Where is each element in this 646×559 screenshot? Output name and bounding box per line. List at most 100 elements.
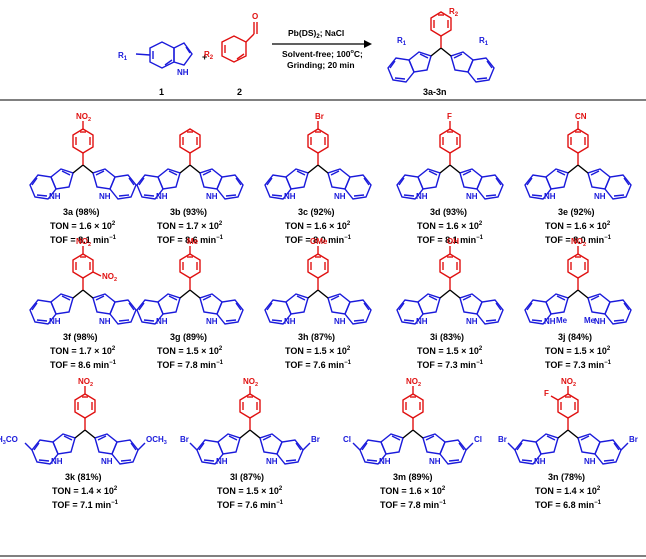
nh-right-label: NH xyxy=(101,457,113,466)
ton-label: TON = 1.6 × 102 xyxy=(545,221,611,231)
indole-substituent-right-label: OCH3 xyxy=(146,435,167,446)
compound-id-label: 3e (92%) xyxy=(558,207,595,217)
tof-label: TOF = 7.3 min−1 xyxy=(417,360,484,370)
condition-catalyst: Pb(DS)2; NaCl xyxy=(288,28,344,40)
ton-label: TON = 1.6 × 102 xyxy=(50,221,116,231)
aryl-substituent-label: NO2 xyxy=(243,377,258,388)
nh-left-label: NH xyxy=(51,457,63,466)
nh-left-label: NH xyxy=(544,192,556,201)
aryl-substituent-label: NO2 xyxy=(76,237,91,248)
nh-left-label: NH xyxy=(49,317,61,326)
compound-3h: NH NH OMe xyxy=(264,237,372,326)
tof-label: TOF = 7.8 min−1 xyxy=(157,360,224,370)
tof-label: TOF = 7.6 min−1 xyxy=(285,360,352,370)
nh-right-label: NH xyxy=(584,457,596,466)
compound-id-label: 3d (93%) xyxy=(430,207,467,217)
nh-right-label: NH xyxy=(99,192,111,201)
indole-substituent-left-label: Br xyxy=(498,435,507,444)
ton-label: TON = 1.4 × 102 xyxy=(535,486,601,496)
arrowhead xyxy=(364,40,372,48)
compound-id-label: 3i (83%) xyxy=(430,332,464,342)
reactant-aldehyde: O R2 xyxy=(204,12,258,63)
ton-label: TON = 1.7 × 102 xyxy=(50,346,116,356)
r1-label: R1 xyxy=(118,51,128,62)
nh-left-label: NH xyxy=(49,192,61,201)
nh-right-label: NH xyxy=(99,317,111,326)
reactant1-number: 1 xyxy=(159,87,164,97)
plus-sign: + xyxy=(202,52,207,62)
nh-right-label: NH xyxy=(206,317,218,326)
ton-label: TON = 1.7 × 102 xyxy=(157,221,223,231)
aryl-substituent-label: NO2 xyxy=(561,377,576,388)
ton-label: TON = 1.6 × 102 xyxy=(380,486,446,496)
ton-label: TON = 1.6 × 102 xyxy=(285,221,351,231)
nh-left-label: NH xyxy=(416,317,428,326)
ton-label: TON = 1.5 × 102 xyxy=(417,346,483,356)
aryl-substituent-label: OMe xyxy=(310,237,328,246)
product-general: R2 R1 R1 xyxy=(387,7,495,83)
tof-label: TOF = 7.1 min−1 xyxy=(52,500,119,510)
indole-substituent-left-label: Br xyxy=(180,435,189,444)
product-number: 3a-3n xyxy=(423,87,447,97)
compound-3a: NH NH NO2 xyxy=(29,112,137,201)
nh-left-label: NH xyxy=(156,317,168,326)
aryl-substituent-label: CN xyxy=(575,112,587,121)
ton-label: TON = 1.5 × 102 xyxy=(157,346,223,356)
aryl-substituent-label: NO2 xyxy=(78,377,93,388)
tof-label: TOF = 8.1 min−1 xyxy=(50,235,117,245)
nh-left-label: NH xyxy=(544,317,556,326)
nh-left-label: NH xyxy=(156,192,168,201)
product-r2: R2 xyxy=(449,7,459,18)
nh-left-label: NH xyxy=(534,457,546,466)
indole-substituent-left-label: Cl xyxy=(343,435,351,444)
nh-label: NH xyxy=(177,68,189,77)
nh-right-label: NH xyxy=(429,457,441,466)
product-r1-left: R1 xyxy=(397,36,407,47)
ton-label: TON = 1.4 × 102 xyxy=(52,486,118,496)
nh-left-label: NH xyxy=(284,317,296,326)
tof-label: TOF = 7.3 min−1 xyxy=(545,360,612,370)
compound-id-label: 3l (87%) xyxy=(230,472,264,482)
compound-id-label: 3h (87%) xyxy=(298,332,335,342)
compound-id-label: 3m (89%) xyxy=(393,472,433,482)
nh-right-label: NH xyxy=(206,192,218,201)
nh-right-label: NH xyxy=(466,317,478,326)
compound-id-label: 3a (98%) xyxy=(63,207,100,217)
condition-temp: Solvent-free; 100oC; xyxy=(282,49,363,59)
ton-label: TON = 1.5 × 102 xyxy=(545,346,611,356)
nh-right-label: NH xyxy=(466,192,478,201)
compound-3b: NH NH xyxy=(136,128,244,201)
compound-id-label: 3j (84%) xyxy=(558,332,592,342)
nh-right-label: NH xyxy=(334,317,346,326)
indole-substituent-right-label: Cl xyxy=(474,435,482,444)
aryl-substituent-label: NO2 xyxy=(76,112,91,123)
aryl-substituent-label: Br xyxy=(315,112,324,121)
reactant-indole: R1 NH xyxy=(118,41,193,77)
compound-id-label: 3k (81%) xyxy=(65,472,102,482)
aldehyde-o-label: O xyxy=(252,12,258,21)
aryl-substituent-label: OH xyxy=(447,237,459,246)
r2-label: R2 xyxy=(204,50,214,61)
tof-label: TOF = 8.0 min−1 xyxy=(285,235,352,245)
tof-label: TOF = 7.8 min−1 xyxy=(380,500,447,510)
compound-id-label: 3f (98%) xyxy=(63,332,98,342)
aryl-substituent-label: F xyxy=(447,112,452,121)
nh-left-label: NH xyxy=(284,192,296,201)
tof-label: TOF = 8.1 min−1 xyxy=(417,235,484,245)
reactant2-number: 2 xyxy=(237,87,242,97)
tof-label: TOF = 8.6 min−1 xyxy=(157,235,224,245)
indole-me-right-label: Me xyxy=(584,316,596,325)
indole-substituent-right-label: Br xyxy=(629,435,638,444)
aryl-ortho-substituent-label: F xyxy=(544,389,549,398)
product-r1-right: R1 xyxy=(479,36,489,47)
ton-label: TON = 1.5 × 102 xyxy=(285,346,351,356)
ton-label: TON = 1.5 × 102 xyxy=(217,486,283,496)
nh-right-label: NH xyxy=(266,457,278,466)
